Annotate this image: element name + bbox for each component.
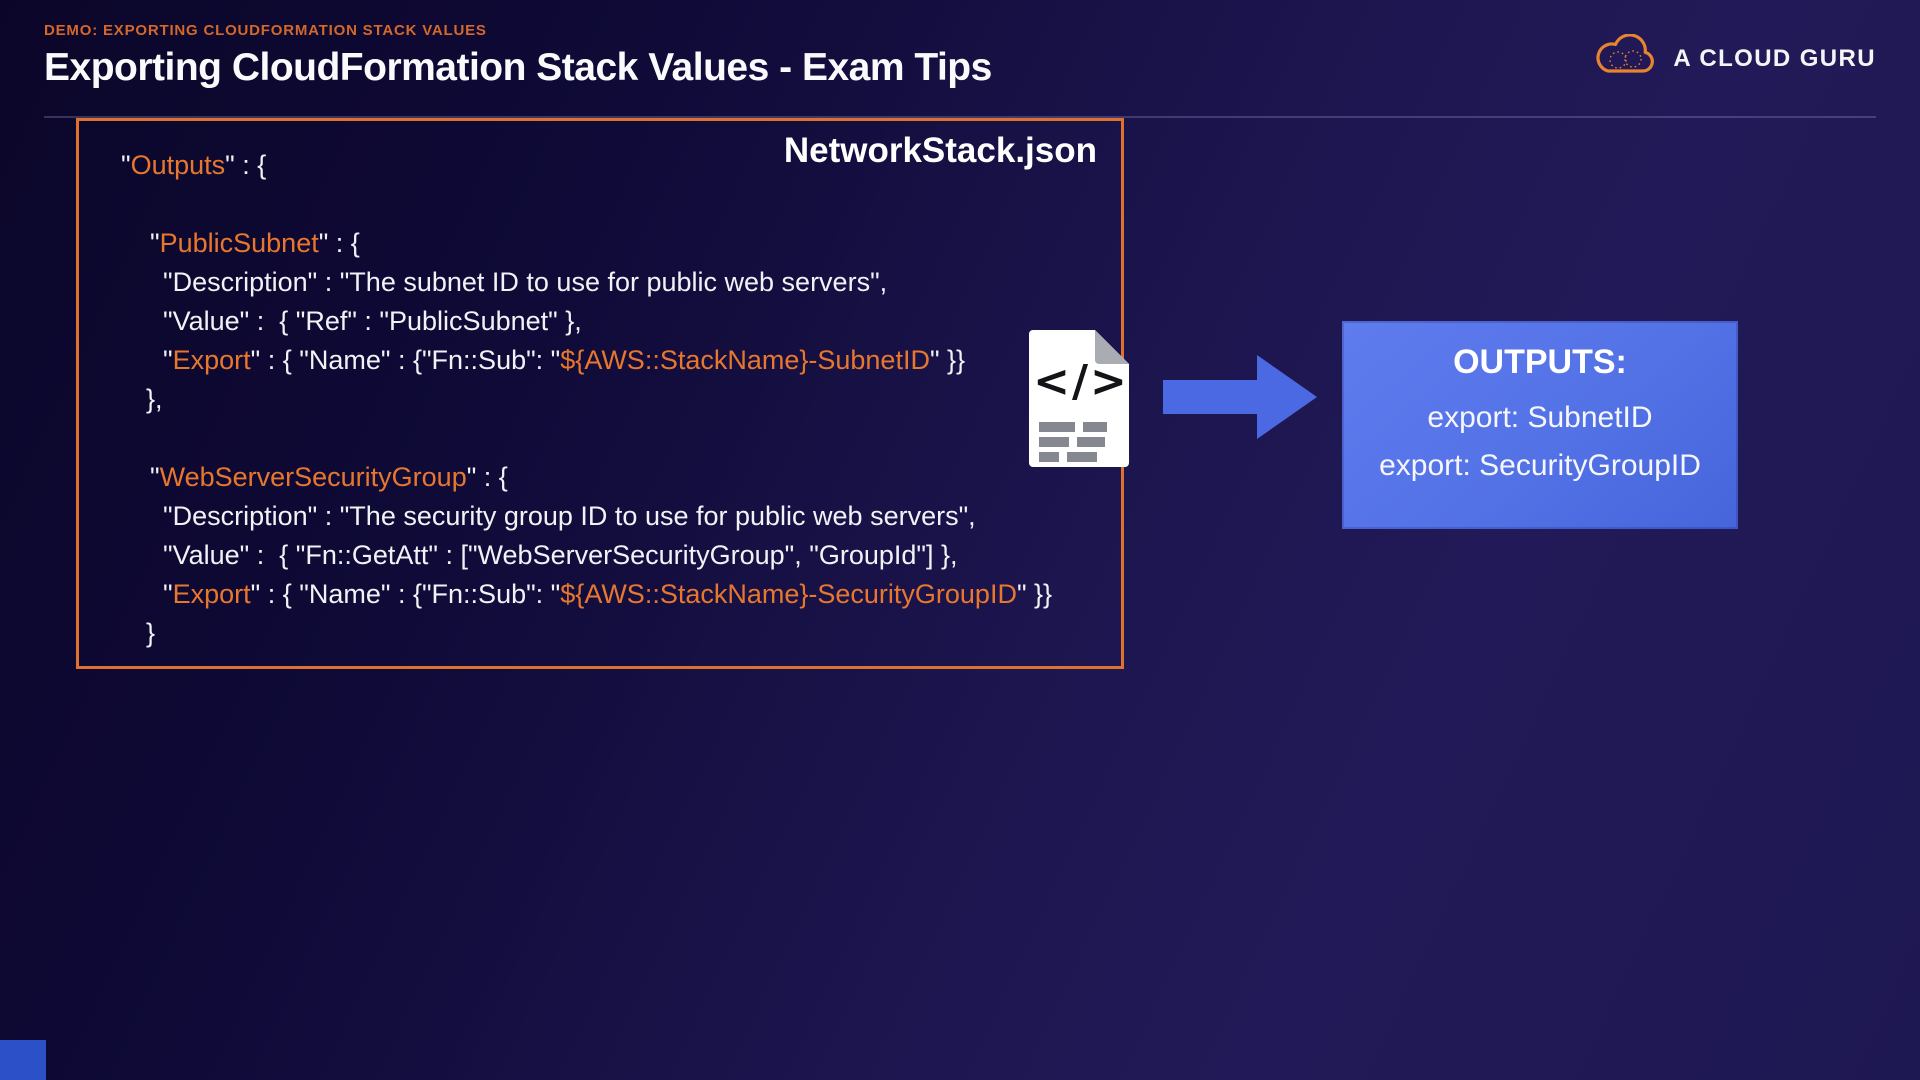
code-text: "Value" : { "Ref" : "PublicSubnet" }, bbox=[163, 306, 582, 336]
code-filename: NetworkStack.json bbox=[783, 131, 1097, 170]
code-line: "Value" : { "Fn::GetAtt" : ["WebServerSe… bbox=[79, 536, 1121, 575]
code-text: }, bbox=[146, 384, 163, 414]
code-line: }, bbox=[79, 380, 1121, 419]
cloud-icon bbox=[1593, 33, 1659, 83]
code-key: ${AWS::StackName}-SubnetID bbox=[560, 345, 930, 375]
header-divider bbox=[44, 116, 1876, 118]
code-key: Export bbox=[172, 345, 251, 375]
demo-kicker: DEMO: EXPORTING CLOUDFORMATION STACK VAL… bbox=[44, 22, 487, 39]
outputs-box: OUTPUTS: export: SubnetID export: Securi… bbox=[1342, 321, 1738, 529]
page-title: Exporting CloudFormation Stack Values - … bbox=[44, 46, 992, 89]
code-text: "Value" : { "Fn::GetAtt" : ["WebServerSe… bbox=[163, 540, 958, 570]
code-line: "PublicSubnet" : { bbox=[79, 224, 1121, 263]
code-line bbox=[79, 419, 1121, 458]
code-key: PublicSubnet bbox=[159, 228, 319, 258]
code-text: "Description" : "The subnet ID to use fo… bbox=[163, 267, 888, 297]
code-text: " }} bbox=[1016, 579, 1053, 609]
outputs-export-line: export: SecurityGroupID bbox=[1379, 449, 1701, 482]
code-text: " : { bbox=[466, 462, 508, 492]
code-file-icon: </> bbox=[1023, 324, 1139, 471]
code-key: Outputs bbox=[130, 150, 226, 180]
code-text: " : { "Name" : {"Fn::Sub": " bbox=[250, 345, 561, 375]
code-text: " bbox=[163, 345, 173, 375]
brand-text: A CLOUD GURU bbox=[1673, 44, 1876, 72]
acg-logo: A CLOUD GURU bbox=[1593, 33, 1876, 83]
code-glyph: </> bbox=[1033, 356, 1129, 407]
code-key: Export bbox=[172, 579, 251, 609]
code-text: " }} bbox=[929, 345, 966, 375]
code-text: " bbox=[150, 228, 160, 258]
corner-accent bbox=[0, 1040, 46, 1080]
code-line: "Description" : "The subnet ID to use fo… bbox=[79, 263, 1121, 302]
code-text: " bbox=[163, 579, 173, 609]
code-key: ${AWS::StackName}-SecurityGroupID bbox=[560, 579, 1017, 609]
code-text: " bbox=[121, 150, 131, 180]
code-line: } bbox=[79, 614, 1121, 653]
code-line bbox=[79, 185, 1121, 224]
code-text: "Description" : "The security group ID t… bbox=[163, 501, 976, 531]
code-key: WebServerSecurityGroup bbox=[159, 462, 467, 492]
outputs-heading: OUTPUTS: bbox=[1453, 343, 1627, 381]
code-line: "Export" : { "Name" : {"Fn::Sub": "${AWS… bbox=[79, 341, 1121, 380]
code-block: "Outputs" : {"PublicSubnet" : {"Descript… bbox=[79, 146, 1121, 653]
code-line: "Value" : { "Ref" : "PublicSubnet" }, bbox=[79, 302, 1121, 341]
code-line: "Description" : "The security group ID t… bbox=[79, 497, 1121, 536]
code-text: " bbox=[150, 462, 160, 492]
flow-arrow-icon bbox=[1163, 355, 1317, 439]
code-line: "Outputs" : { bbox=[79, 146, 1121, 185]
code-text: " : { bbox=[225, 150, 267, 180]
outputs-export-line: export: SubnetID bbox=[1427, 401, 1653, 434]
code-text: " : { "Name" : {"Fn::Sub": " bbox=[250, 579, 561, 609]
code-line: "WebServerSecurityGroup" : { bbox=[79, 458, 1121, 497]
code-text: " : { bbox=[318, 228, 360, 258]
code-panel: NetworkStack.json "Outputs" : {"PublicSu… bbox=[76, 118, 1124, 669]
code-text: } bbox=[146, 618, 156, 648]
code-line: "Export" : { "Name" : {"Fn::Sub": "${AWS… bbox=[79, 575, 1121, 614]
